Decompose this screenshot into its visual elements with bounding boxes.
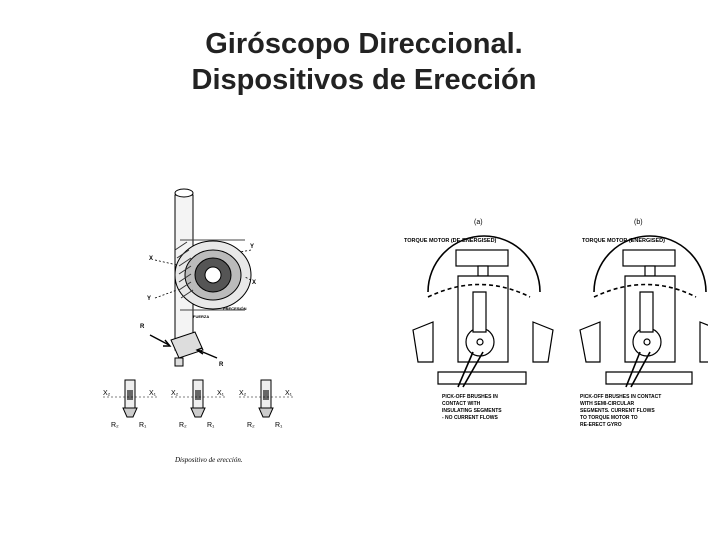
airflow-arrows xyxy=(149,334,218,359)
label-fuerza: FUERZA xyxy=(193,314,209,319)
note-line: WITH SEMI-CIRCULAR xyxy=(580,401,635,407)
slide-title: Giróscopo Direccional. Dispositivos de E… xyxy=(0,26,728,98)
view-2-left-label: X₂ xyxy=(171,390,179,397)
note-line: - NO CURRENT FLOWS xyxy=(442,415,498,421)
note-line: PICK-OFF BRUSHES IN CONTACT xyxy=(580,394,661,400)
axis-lines xyxy=(154,249,252,299)
label-r2: R xyxy=(140,324,145,330)
label-precesion: PRECESIÓN xyxy=(223,306,247,311)
panel-a-tag: (a) xyxy=(474,219,483,226)
title-line-1: Giróscopo Direccional. xyxy=(205,28,523,60)
label-y: Y xyxy=(147,296,151,302)
view-2-bottom-left: R₂ xyxy=(179,422,187,429)
label-y1: Y xyxy=(250,244,254,250)
rotor-wheel xyxy=(174,239,252,311)
panel-b-tag: (b) xyxy=(634,219,643,226)
view-1-left-label: X₂ xyxy=(103,390,111,397)
view-1-bottom-right: R₁ xyxy=(139,422,147,429)
panel-a: (a) TORQUE MOTOR (DE-ENERGISED) PICK-OFF… xyxy=(404,219,554,421)
note-line: SEGMENTS. CURRENT FLOWS xyxy=(580,408,655,414)
note-line: PICK-OFF BRUSHES IN xyxy=(442,394,498,400)
small-view-3: X₂ X₁ R₂ R₁ xyxy=(239,379,293,429)
view-3-left-label: X₂ xyxy=(239,390,247,397)
view-2-bottom-right: R₁ xyxy=(207,422,215,429)
label-x1: X xyxy=(252,280,256,286)
view-3-bottom-right: R₁ xyxy=(275,422,283,429)
view-1-bottom-left: R₂ xyxy=(111,422,119,429)
view-1-right-label: X₁ xyxy=(149,390,157,397)
view-3-right-label: X₁ xyxy=(285,390,293,397)
small-view-1: X₂ X₁ R₂ R₁ xyxy=(103,379,157,429)
panel-b: (b) TORQUE MOTOR (ENERGISED) PICK-OFF BR… xyxy=(579,219,708,428)
note-line: RE-ERECT GYRO xyxy=(580,422,622,428)
air-nozzle xyxy=(170,331,204,367)
view-3-bottom-left: R₂ xyxy=(247,422,255,429)
note-line: INSULATING SEGMENTS xyxy=(442,408,502,414)
panel-a-motor-label: TORQUE MOTOR (DE-ENERGISED) xyxy=(404,238,497,244)
torque-motor-figure: (a) TORQUE MOTOR (DE-ENERGISED) PICK-OFF… xyxy=(404,219,708,428)
label-x: X xyxy=(149,256,153,262)
figure-caption: Dispositivo de erección. xyxy=(174,456,243,464)
small-view-2: X₂ X₁ R₂ R₁ xyxy=(171,379,225,429)
title-line-2: Dispositivos de Erección xyxy=(191,64,537,96)
note-line: CONTACT WITH xyxy=(442,401,481,407)
note-line: TO TORQUE MOTOR TO xyxy=(580,415,638,421)
view-2-right-label: X₁ xyxy=(217,390,225,397)
panel-b-motor-label: TORQUE MOTOR (ENERGISED) xyxy=(582,238,665,244)
label-r1: R xyxy=(219,362,224,368)
erection-device-figure: Y X X Y FUERZA PRECESIÓN R R X₂ X₁ R₂ R₁… xyxy=(103,188,293,464)
